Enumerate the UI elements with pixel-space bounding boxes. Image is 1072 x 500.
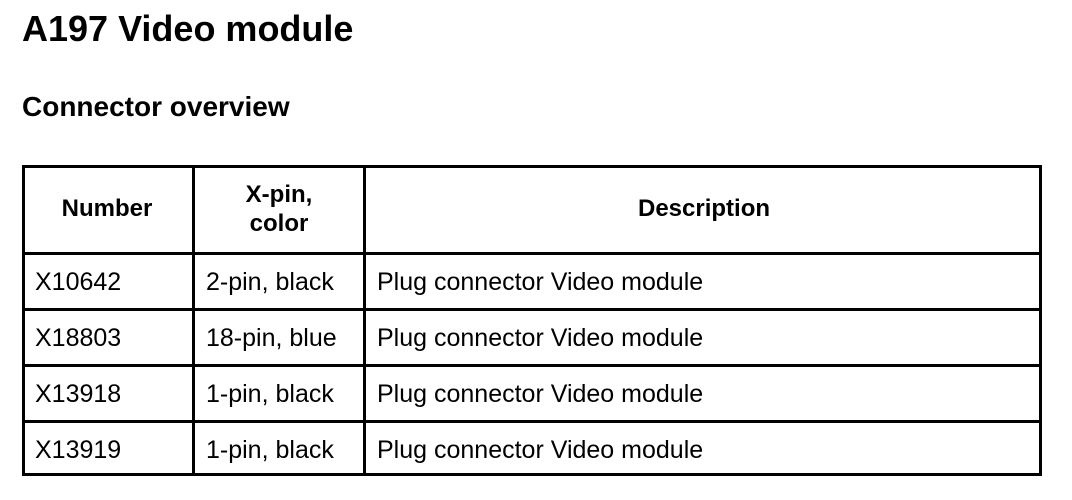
cell-number: X13918: [22, 364, 195, 420]
cell-pins-color: 2-pin, black: [195, 255, 366, 308]
table-row: X13919 1-pin, black Plug connector Video…: [22, 420, 1042, 476]
cell-number: X10642: [22, 255, 195, 308]
header-pins-color-line1: X-pin,: [245, 180, 313, 208]
page-title: A197 Video module: [22, 8, 354, 49]
table-body: X10642 2-pin, black Plug connector Video…: [22, 255, 1042, 476]
cell-pins-color: 1-pin, black: [195, 364, 366, 420]
table-row: X18803 18-pin, blue Plug connector Video…: [22, 308, 1042, 364]
table-row: X13918 1-pin, black Plug connector Video…: [22, 364, 1042, 420]
header-pins-color: X-pin, color: [195, 165, 366, 255]
table-header: Number X-pin, color Description: [22, 165, 1042, 255]
cell-description: Plug connector Video module: [377, 267, 704, 296]
header-number: Number: [22, 165, 195, 255]
cell-number: X13919: [22, 420, 195, 476]
header-description: Description: [366, 165, 1042, 255]
cell-description: Plug connector Video module: [366, 420, 1042, 476]
cell-pins-color: 18-pin, blue: [195, 308, 366, 364]
cell-description: Plug connector Video module: [366, 308, 1042, 364]
cell-description: Plug connector Video module: [366, 364, 1042, 420]
header-row: Number X-pin, color Description: [22, 165, 1042, 255]
cell-pins-color: 1-pin, black: [195, 420, 366, 476]
header-pins-color-line2: color: [249, 209, 309, 237]
cell-number: X18803: [22, 308, 195, 364]
connector-table: Number X-pin, color Description X10642 2…: [22, 165, 1042, 476]
section-title: Connector overview: [22, 91, 290, 122]
table-row: X10642 2-pin, black Plug connector Video…: [22, 255, 1042, 308]
